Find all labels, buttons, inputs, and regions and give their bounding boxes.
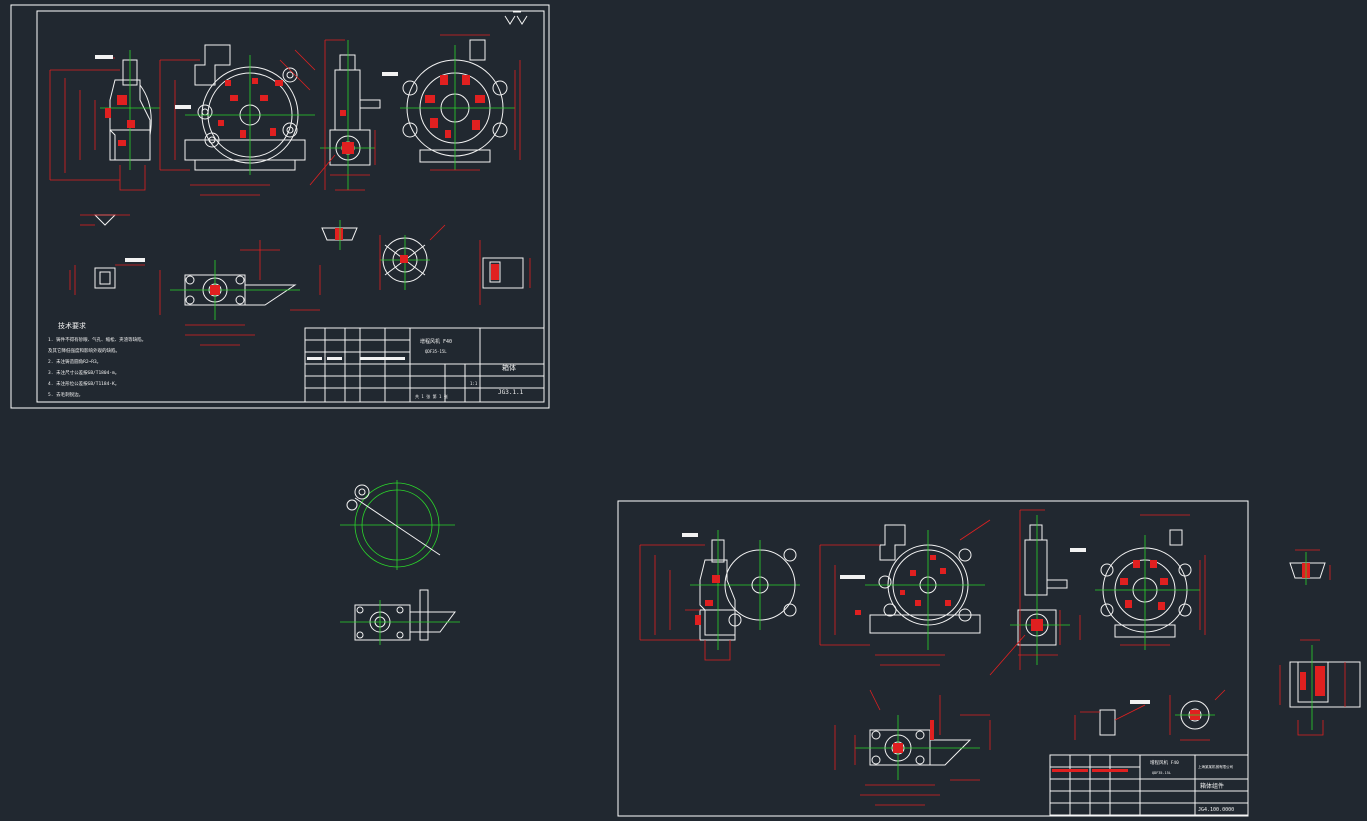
title2-company: 上海某某机械有限公司 [1198, 764, 1233, 769]
loose-part-bracket [340, 589, 460, 645]
loose-part-ring [340, 480, 455, 570]
title2-part-name: 箱体组件 [1200, 782, 1224, 790]
rear-view-2 [1095, 514, 1206, 650]
detail-view-circle-2 [1169, 689, 1226, 741]
title-scale: 1:1 [470, 381, 478, 386]
side-view-2 [639, 530, 800, 661]
technical-notes: 技术要求 1. 铸件不得有砂眼、气孔、缩松、夹渣等缺陷。 及其它降低强度和影响外… [48, 321, 146, 398]
title2-subtitle: QDF35-15L [1152, 771, 1171, 775]
roughness-symbol-icon [504, 11, 528, 25]
note-line-1: 1. 铸件不得有砂眼、气孔、缩松、夹渣等缺陷。 [48, 336, 146, 343]
title-block-1: 增程风机 F40 QDF35-15L 箱体 JG3.1.1 1:1 共 1 张 … [304, 327, 545, 403]
title-part-name: 箱体 [502, 363, 516, 372]
section-view-1 [309, 39, 398, 191]
note-line-4: 3. 未注尺寸公差按GB/T1804-m。 [48, 369, 119, 376]
detail-view-circle-1 [379, 224, 446, 290]
front-view-1 [159, 44, 316, 196]
title-sheet-count: 共 1 张 第 1 张 [415, 393, 448, 399]
detail-view-4 [1074, 700, 1150, 740]
notes-title: 技术要求 [58, 321, 86, 330]
note-line-2: 及其它降低强度和影响外观的缺陷。 [48, 347, 120, 354]
section-aa-view-1 [321, 220, 358, 250]
section-view-2 [989, 509, 1086, 676]
title-block-2: 增程风机 F40 QDF35-15L 上海某某机械有限公司 箱体组件 JG4.1… [1049, 754, 1249, 816]
note-line-5: 4. 未注形位公差按GB/T1184-K。 [48, 380, 119, 387]
note-line-3: 2. 未注铸造圆角R2~R3。 [48, 358, 101, 365]
side-detail-aa [1289, 549, 1331, 585]
plan-view-1 [159, 240, 321, 346]
side-detail-bb [1279, 639, 1361, 736]
title2-project: 增程风机 F40 [1150, 759, 1179, 766]
title-project: 增程风机 F40 [420, 338, 452, 345]
title-subtitle: QDF35-15L [425, 349, 447, 354]
plan-view-2 [834, 689, 991, 806]
front-view-2 [819, 519, 991, 666]
drawing-sheet-2[interactable]: 增程风机 F40 QDF35-15L 上海某某机械有限公司 箱体组件 JG4.1… [617, 500, 1249, 817]
title2-drawing-no: JG4.100.0000 [1198, 807, 1234, 813]
rear-view-1 [400, 34, 521, 171]
side-view-1 [49, 50, 160, 191]
detail-view-3 [479, 240, 531, 305]
detail-view-small-1 [80, 214, 130, 226]
note-line-6: 5. 去毛刺锐边。 [48, 391, 83, 398]
title-drawing-no: JG3.1.1 [498, 389, 524, 396]
drawing-sheet-1[interactable]: 技术要求 1. 铸件不得有砂眼、气孔、缩松、夹渣等缺陷。 及其它降低强度和影响外… [10, 4, 550, 409]
detail-view-small-2 [69, 258, 145, 295]
